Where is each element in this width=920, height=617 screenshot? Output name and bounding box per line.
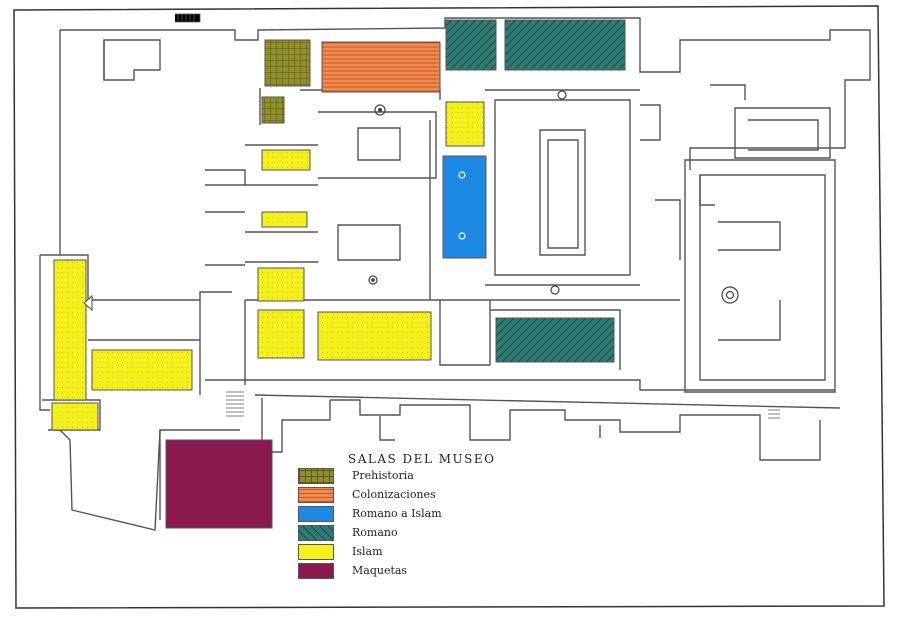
legend-item-romano-a-islam: Romano a Islam: [298, 506, 518, 522]
legend: SALAS DEL MUSEO Prehistoria Colonizacion…: [298, 452, 518, 592]
room-islam: [51, 402, 99, 431]
legend-label: Colonizaciones: [352, 488, 436, 501]
room-islam: [317, 311, 432, 361]
room-islam: [261, 211, 308, 228]
column-marker: [458, 232, 466, 240]
legend-swatch: [298, 563, 334, 579]
legend-swatch: [298, 487, 334, 503]
legend-label: Romano: [352, 526, 398, 539]
room-romano-a-islam: [442, 155, 487, 259]
legend-swatch: [298, 544, 334, 560]
legend-label: Maquetas: [352, 564, 408, 577]
legend-item-maquetas: Maquetas: [298, 563, 518, 579]
legend-item-islam: Islam: [298, 544, 518, 560]
room-islam: [53, 259, 87, 401]
building-walls: [39, 17, 871, 531]
legend-label: Islam: [352, 545, 383, 558]
legend-label: Romano a Islam: [352, 507, 442, 520]
rooms-islam: [51, 101, 485, 431]
room-colonizaciones: [321, 41, 441, 93]
room-prehistoria-small: [261, 96, 285, 124]
room-maquetas: [165, 439, 273, 529]
room-islam: [257, 267, 305, 302]
legend-swatch: [298, 506, 334, 522]
page-border-line: [13, 5, 885, 609]
room-islam: [261, 149, 311, 171]
room-romano-northwest: [445, 19, 497, 71]
legend-swatch: [298, 468, 334, 484]
legend-label: Prehistoria: [352, 469, 414, 482]
room-islam: [91, 349, 193, 391]
fountain-markers: [368, 90, 739, 304]
room-romano-northeast: [504, 19, 626, 71]
room-islam: [257, 309, 305, 359]
stairs: [175, 13, 780, 419]
column-marker: [458, 171, 466, 179]
legend-item-romano: Romano: [298, 525, 518, 541]
legend-item-colonizaciones: Colonizaciones: [298, 487, 518, 503]
room-islam: [445, 101, 485, 147]
room-prehistoria-north: [264, 39, 311, 87]
legend-item-prehistoria: Prehistoria: [298, 468, 518, 484]
legend-title: SALAS DEL MUSEO: [348, 452, 496, 466]
legend-swatch: [298, 525, 334, 541]
room-romano-south: [495, 317, 615, 363]
entrance-arrow: [83, 294, 93, 312]
